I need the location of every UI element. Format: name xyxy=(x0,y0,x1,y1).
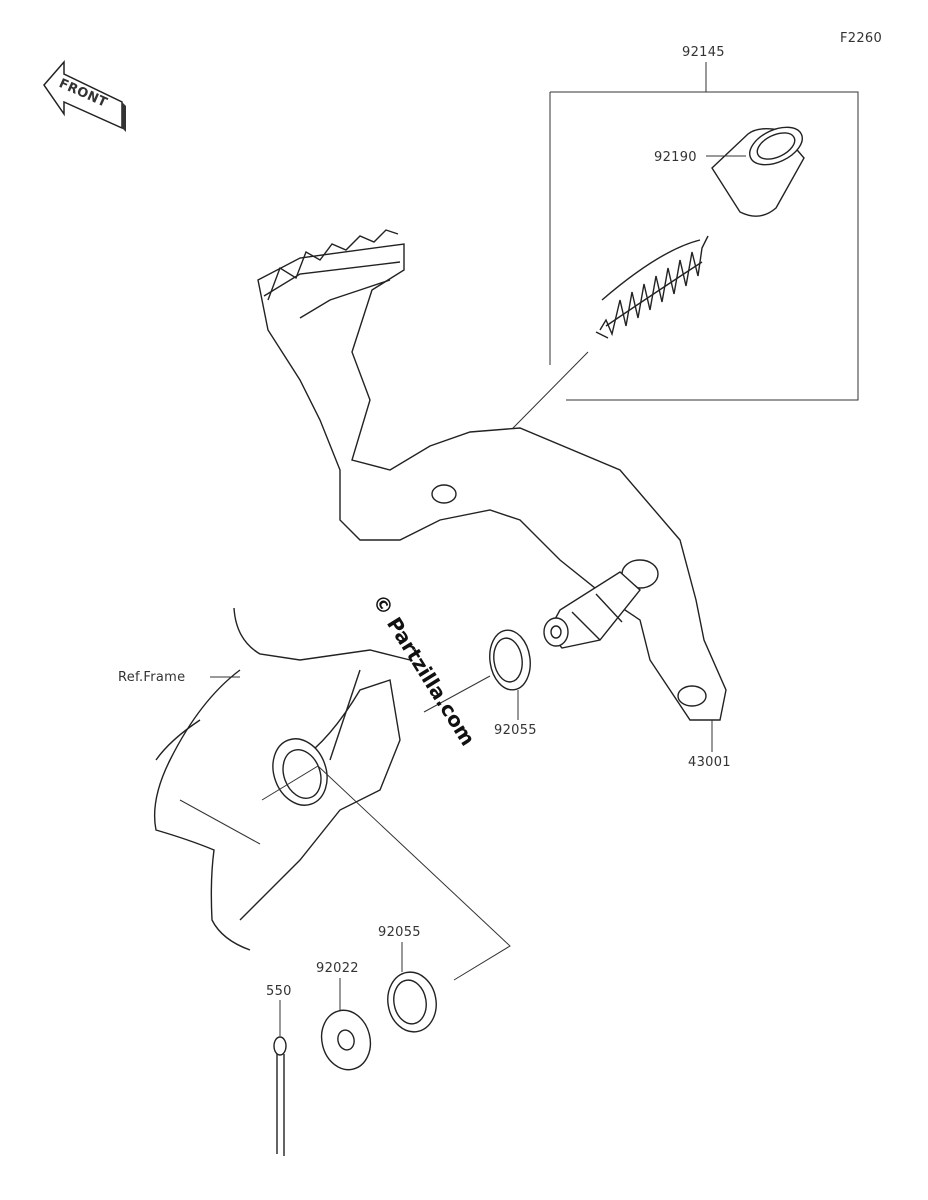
reference-frame xyxy=(153,607,411,951)
callout-92055-upper: 92055 xyxy=(494,723,537,738)
brake-pedal-part xyxy=(257,229,727,721)
watermark: © Partzilla.com xyxy=(368,590,480,750)
callout-550: 550 xyxy=(266,984,292,999)
return-spring xyxy=(595,235,709,339)
collar-part xyxy=(711,126,805,217)
callout-ref-frame: Ref.Frame xyxy=(118,670,185,685)
plain-washer-part xyxy=(320,1009,372,1071)
spring-kit-box xyxy=(549,62,859,401)
washer-upper-part xyxy=(489,629,531,691)
washer-lower-part xyxy=(387,971,437,1033)
cotter-pin-part xyxy=(273,1036,287,1156)
callout-92145: 92145 xyxy=(682,45,725,60)
callout-92022: 92022 xyxy=(316,961,359,976)
front-arrow-icon: FRONT xyxy=(43,59,126,132)
diagram-code: F2260 xyxy=(840,31,882,46)
callout-92190: 92190 xyxy=(654,150,697,165)
callout-43001: 43001 xyxy=(688,755,731,770)
callout-92055-lower: 92055 xyxy=(378,925,421,940)
